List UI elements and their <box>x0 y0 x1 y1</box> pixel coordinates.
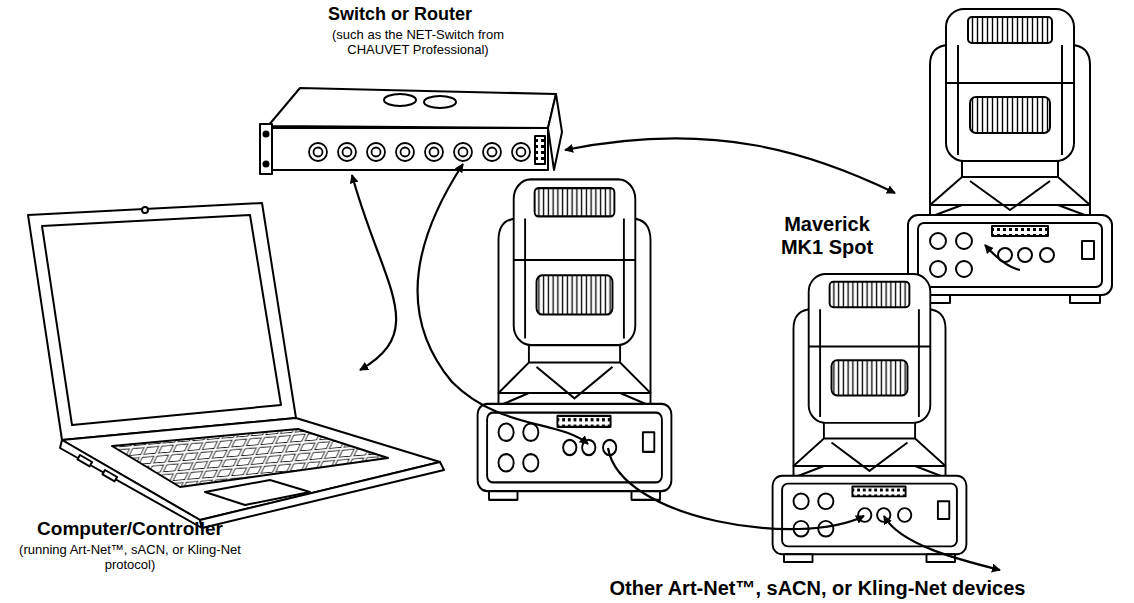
node-subtitle: (such as the NET-Switch from CHAUVET Pro… <box>303 28 533 58</box>
fixture-label: Maverick MK1 Spot <box>773 213 881 259</box>
data-cable <box>418 164 1020 570</box>
node-subtitle: (running Art-Net™, sACN, or Kling-Net pr… <box>10 543 250 573</box>
switch-drawing <box>260 88 562 174</box>
device-label: Other Art-Net™, sACN, or Kling-Net devic… <box>505 577 1130 600</box>
device-note: Other Art-Net™, sACN, or Kling-Net devic… <box>505 577 1130 602</box>
fixture-node: Maverick MK1 Spot <box>895 5 1127 300</box>
moving-head-fixture <box>478 179 672 499</box>
node-title: Switch or Router <box>275 4 525 25</box>
network-cable <box>565 138 895 193</box>
laptop-drawing <box>28 203 444 528</box>
node-title: Computer/Controller <box>10 518 250 540</box>
network-cable <box>352 175 396 370</box>
switch-node: Switch or Router (such as the NET-Switch … <box>265 4 565 175</box>
moving-head-fixture <box>773 274 967 562</box>
controller-node: Computer/Controller (running Art-Net™, sA… <box>10 200 360 598</box>
moving-head-fixture <box>908 9 1112 303</box>
switch-ports <box>309 143 530 161</box>
